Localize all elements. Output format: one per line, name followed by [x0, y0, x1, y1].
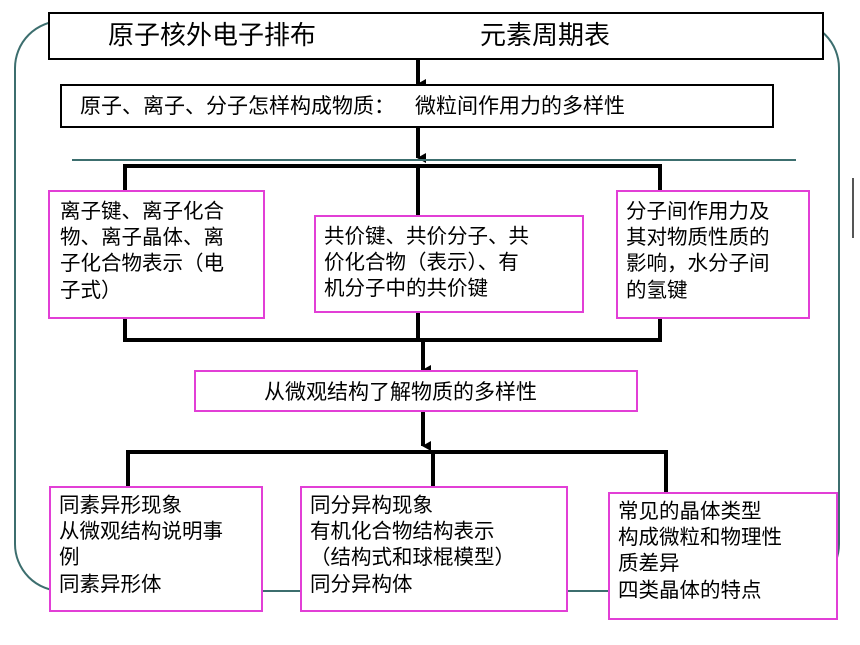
- isomer-box: 同分异构现象 有机化合物结构表示 （结构式和球棍模型） 同分异构体: [300, 486, 568, 612]
- allotrope-line-3: 例: [59, 545, 80, 570]
- crystal-line-3: 质差异: [618, 551, 680, 576]
- middle-box: 从微观结构了解物质的多样性: [194, 370, 638, 412]
- crystal-type-box: 常见的晶体类型 构成微粒和物理性 质差异 四类晶体的特点: [608, 492, 838, 620]
- covalent-bond-box: 共价键、共价分子、共 价化合物（表示）、有 机分子中的共价键: [314, 215, 584, 313]
- isomer-line-2: 有机化合物结构表示: [310, 519, 495, 544]
- second-box: 原子、离子、分子怎样构成物质： 微粒间作用力的多样性: [60, 84, 774, 128]
- ionic-line-2: 物、离子晶体、离: [60, 225, 224, 250]
- middle-box-label: 从微观结构了解物质的多样性: [264, 380, 537, 404]
- edge-bracket-mark: [852, 178, 860, 238]
- intermolecular-line-3: 影响，水分子间: [626, 251, 770, 276]
- allotrope-line-4: 同素异形体: [59, 571, 162, 596]
- ionic-line-1: 离子键、离子化合: [60, 199, 224, 223]
- covalent-line-1: 共价键、共价分子、共: [324, 224, 529, 248]
- covalent-line-2: 价化合物（表示）、有: [324, 250, 519, 275]
- intermolecular-line-2: 其对物质性质的: [626, 225, 770, 250]
- ionic-line-3: 子化合物表示（电: [60, 251, 224, 276]
- intermolecular-force-box: 分子间作用力及 其对物质性质的 影响，水分子间 的氢键: [616, 190, 810, 319]
- crystal-line-2: 构成微粒和物理性: [618, 525, 782, 550]
- crystal-line-1: 常见的晶体类型: [618, 499, 762, 523]
- crystal-line-4: 四类晶体的特点: [618, 577, 762, 602]
- intermolecular-line-1: 分子间作用力及: [626, 199, 770, 223]
- top-box-right-label: 元素周期表: [480, 21, 611, 51]
- intermolecular-line-4: 的氢键: [626, 277, 688, 302]
- second-box-label: 原子、离子、分子怎样构成物质： 微粒间作用力的多样性: [80, 94, 626, 118]
- covalent-line-3: 机分子中的共价键: [324, 276, 488, 301]
- isomer-line-3: （结构式和球棍模型）: [310, 545, 515, 570]
- top-box-left-label: 原子核外电子排布: [108, 21, 317, 51]
- ionic-line-4: 子式）: [60, 277, 122, 302]
- isomer-line-4: 同分异构体: [310, 571, 413, 596]
- ionic-bond-box: 离子键、离子化合 物、离子晶体、离 子化合物表示（电 子式）: [48, 190, 265, 319]
- allotrope-line-1: 同素异形现象: [59, 493, 182, 517]
- isomer-line-1: 同分异构现象: [310, 493, 433, 517]
- allotrope-line-2: 从微观结构说明事: [59, 519, 223, 544]
- allotrope-box: 同素异形现象 从微观结构说明事 例 同素异形体: [49, 486, 263, 612]
- top-box: 原子核外电子排布 元素周期表: [48, 12, 824, 60]
